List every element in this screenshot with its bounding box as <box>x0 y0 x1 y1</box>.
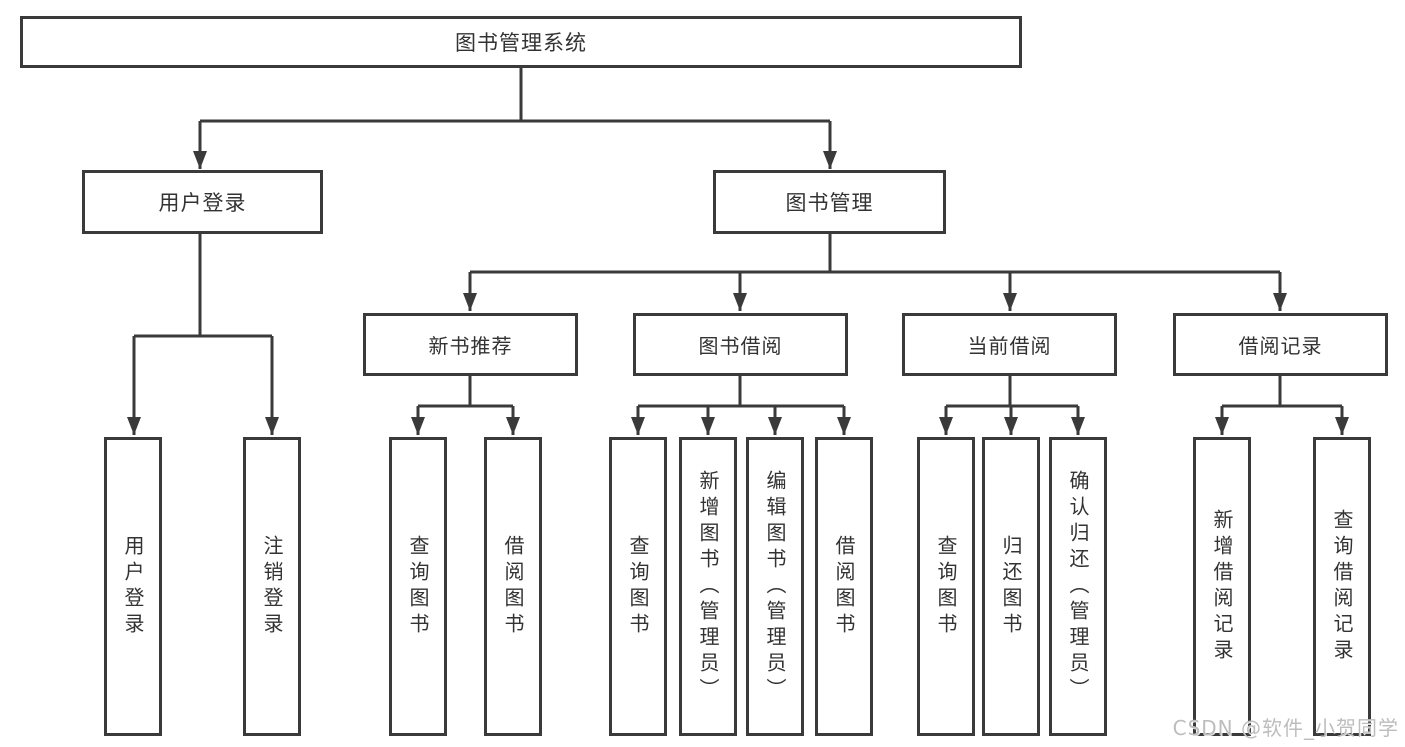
node-leaf-label: 注销登录 <box>260 534 284 639</box>
node-current-borrowing: 当前借阅 <box>902 313 1117 376</box>
node-book-borrowing-label: 图书借阅 <box>698 334 783 358</box>
node-book-management: 图书管理 <box>713 170 946 234</box>
node-leaf-label: 新增图书（管理员） <box>696 469 720 704</box>
node-root: 图书管理系统 <box>20 16 1022 68</box>
node-leaf-borrow-books-2: 借阅图书 <box>815 437 873 736</box>
node-borrowing-records: 借阅记录 <box>1173 313 1388 376</box>
node-leaf-label: 编辑图书（管理员） <box>763 469 787 704</box>
node-leaf-label: 查询借阅记录 <box>1330 508 1354 665</box>
node-current-borrowing-label: 当前借阅 <box>967 334 1052 358</box>
node-new-book-recommendation: 新书推荐 <box>363 313 578 376</box>
node-user-login-label: 用户登录 <box>158 191 247 215</box>
node-leaf-logout: 注销登录 <box>243 437 301 736</box>
node-leaf-edit-books-admin: 编辑图书（管理员） <box>746 437 804 736</box>
node-leaf-borrow-books-1: 借阅图书 <box>484 437 542 736</box>
node-leaf-label: 借阅图书 <box>501 534 525 639</box>
node-root-label: 图书管理系统 <box>455 31 587 55</box>
node-leaf-label: 查询图书 <box>406 534 430 639</box>
node-new-book-recommendation-label: 新书推荐 <box>428 334 513 358</box>
node-leaf-label: 借阅图书 <box>832 534 856 639</box>
node-borrowing-records-label: 借阅记录 <box>1238 334 1323 358</box>
node-leaf-user-login: 用户登录 <box>104 437 162 736</box>
node-leaf-query-books-1: 查询图书 <box>389 437 447 736</box>
connector-arrows <box>127 121 1349 435</box>
node-leaf-return-books: 归还图书 <box>982 437 1040 736</box>
node-leaf-query-borrow-record: 查询借阅记录 <box>1313 437 1371 736</box>
node-leaf-label: 归还图书 <box>999 534 1023 639</box>
node-leaf-label: 查询图书 <box>626 534 650 639</box>
node-leaf-query-books-2: 查询图书 <box>609 437 667 736</box>
node-leaf-label: 确认归还（管理员） <box>1066 469 1090 704</box>
node-leaf-label: 新增借阅记录 <box>1210 508 1234 665</box>
csdn-watermark: CSDN @软件_小贺同学 <box>1172 716 1399 740</box>
node-leaf-label: 查询图书 <box>934 534 958 639</box>
node-leaf-query-books-3: 查询图书 <box>917 437 975 736</box>
node-user-login: 用户登录 <box>82 170 323 234</box>
node-leaf-confirm-return-admin: 确认归还（管理员） <box>1049 437 1107 736</box>
node-book-management-label: 图书管理 <box>785 191 874 215</box>
node-leaf-add-borrow-record: 新增借阅记录 <box>1193 437 1251 736</box>
node-leaf-label: 用户登录 <box>121 534 145 639</box>
node-leaf-add-books-admin: 新增图书（管理员） <box>679 437 737 736</box>
node-book-borrowing: 图书借阅 <box>633 313 848 376</box>
